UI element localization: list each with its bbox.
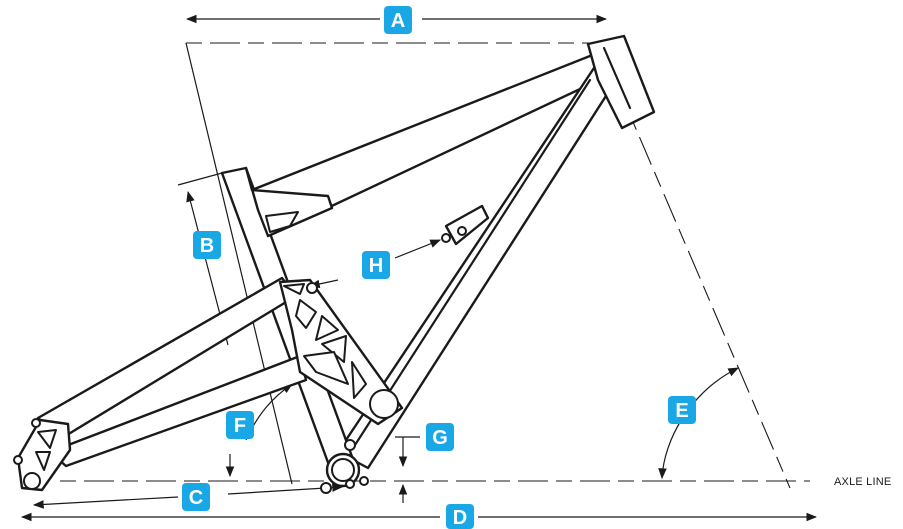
dimension-g xyxy=(395,436,420,503)
badge-c-text: C xyxy=(189,487,203,509)
badge-g-bg xyxy=(426,423,454,451)
seat-axis-line xyxy=(185,42,293,485)
label-b: B xyxy=(193,231,221,259)
label-e: E xyxy=(668,396,696,424)
head-tube-axis-line xyxy=(629,114,791,489)
label-c: C xyxy=(182,483,210,511)
badge-a-bg xyxy=(384,6,412,34)
badge-e-bg xyxy=(668,396,696,424)
badge-f-text: F xyxy=(234,415,246,437)
badge-h-bg xyxy=(362,251,390,279)
badge-f-bg xyxy=(226,411,254,439)
dimension-a xyxy=(185,14,608,44)
badge-a-text: A xyxy=(391,10,405,32)
label-h: H xyxy=(362,251,390,279)
badge-b-bg xyxy=(193,231,221,259)
bike-frame xyxy=(13,34,656,494)
label-g: G xyxy=(426,423,454,451)
label-f: F xyxy=(226,411,254,439)
badge-c-bg xyxy=(182,483,210,511)
label-d: D xyxy=(446,504,474,529)
badge-h-text: H xyxy=(369,255,383,277)
badge-e-text: E xyxy=(675,400,688,422)
badge-d-bg xyxy=(446,504,474,529)
axle-line-label: AXLE LINE xyxy=(834,476,891,488)
badge-b-text: B xyxy=(200,235,214,257)
label-a: A xyxy=(384,6,412,34)
badge-g-text: G xyxy=(432,427,448,449)
badge-d-text: D xyxy=(453,507,467,529)
